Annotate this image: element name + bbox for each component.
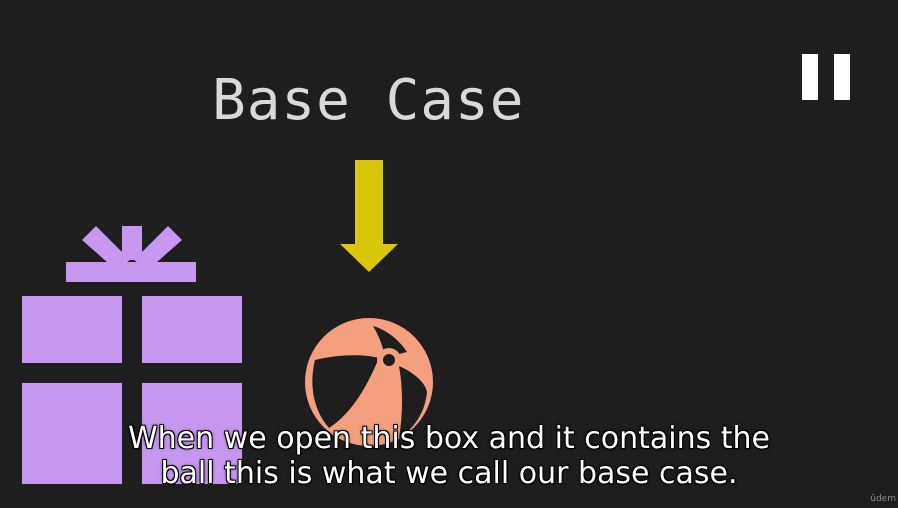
subtitle-line-2: ball this is what we call our base case. (160, 456, 738, 491)
arrow-down-icon (340, 160, 398, 272)
subtitle-caption: When we open this box and it contains th… (0, 421, 898, 491)
pause-icon[interactable] (802, 54, 850, 100)
udemy-watermark: ûdem (870, 494, 896, 504)
slide-title: Base Case (212, 68, 525, 133)
gift-box-icon (22, 226, 242, 484)
beach-ball-icon (305, 318, 433, 446)
subtitle-line-1: When we open this box and it contains th… (127, 421, 771, 456)
